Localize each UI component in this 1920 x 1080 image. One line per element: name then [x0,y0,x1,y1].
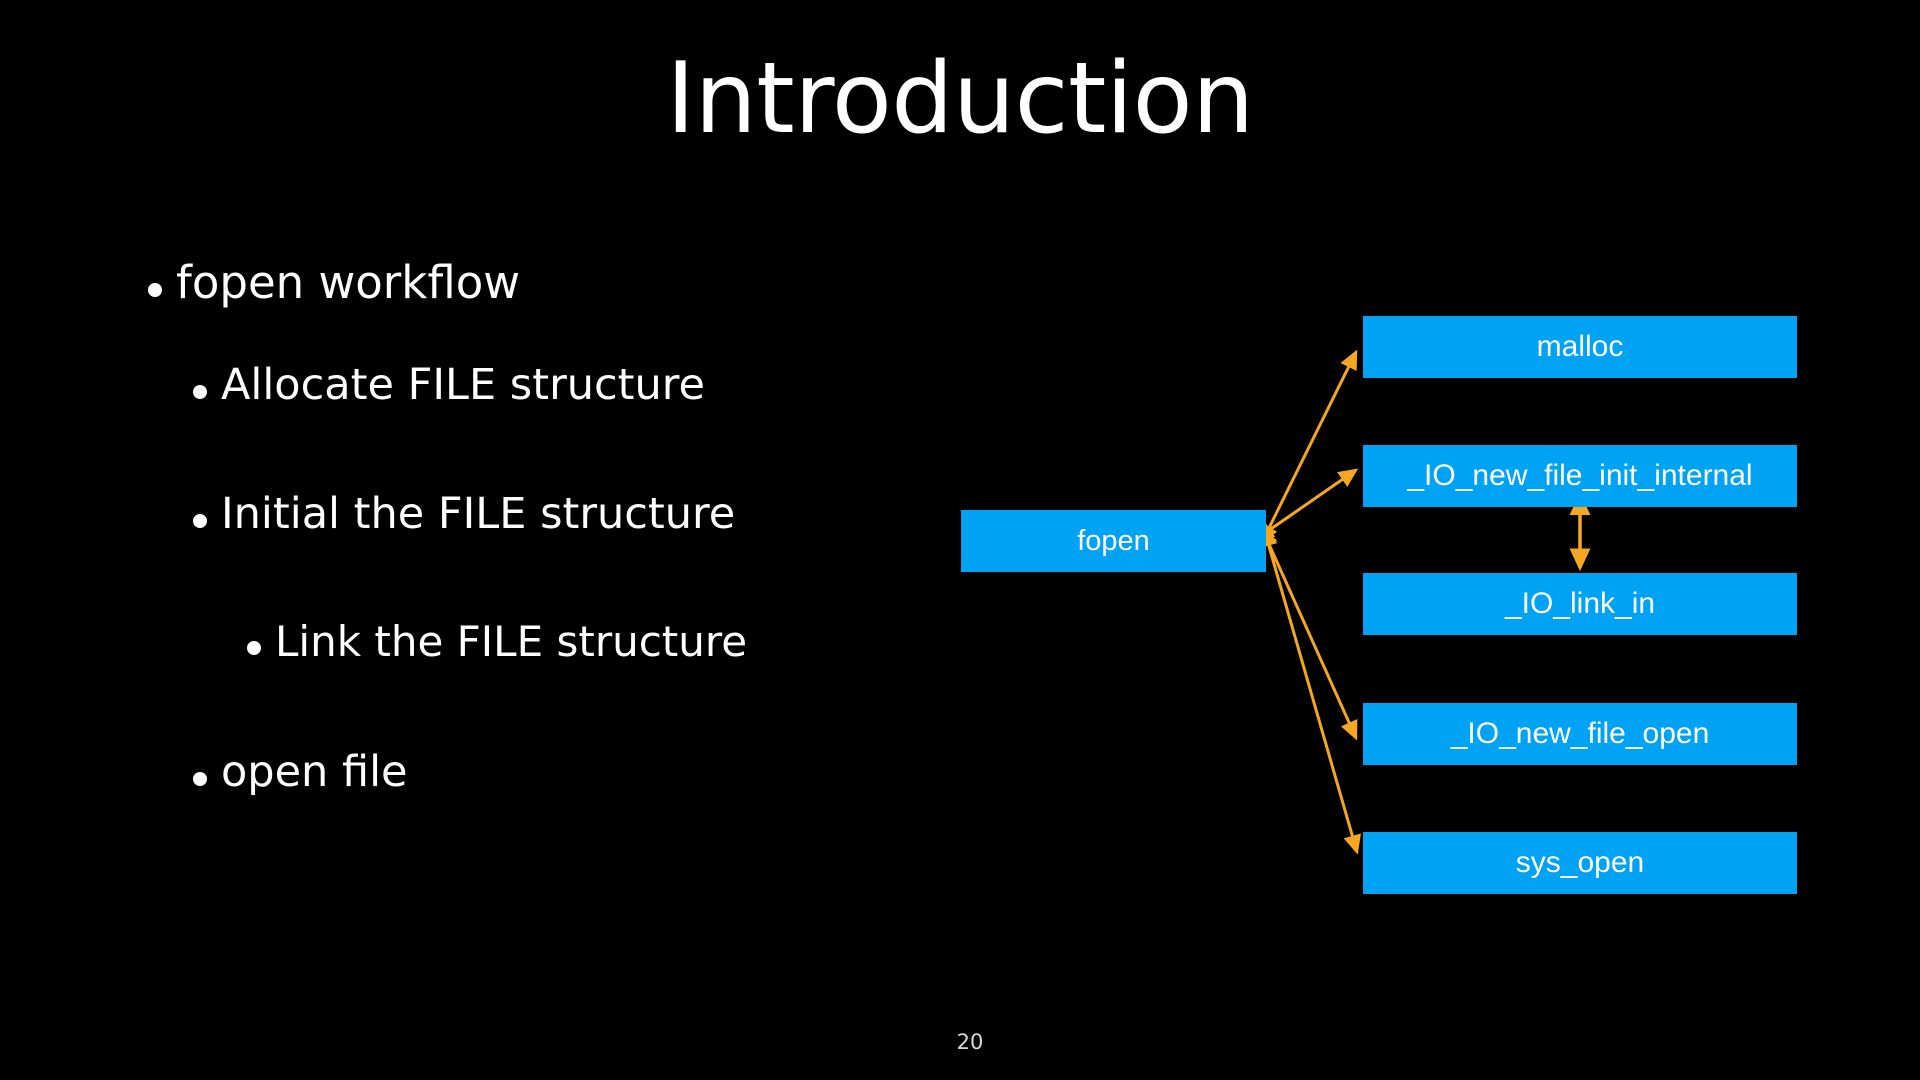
arrow-fopen-malloc [1260,349,1358,546]
diagram-node-sys-open[interactable]: sys_open [1363,832,1797,894]
diagram-node-label: sys_open [1515,846,1645,879]
list-item: Allocate FILE structure [193,360,705,410]
page-title: Introduction [666,42,1254,156]
list-item: Initial the FILE structure [193,489,735,539]
diagram-node-label: _IO_new_file_init_internal [1407,459,1753,492]
diagram-node-io-new-file-init-internal[interactable]: _IO_new_file_init_internal [1363,445,1797,507]
bullet-dot-icon [193,771,207,786]
arrow-fopen-sys-open [1260,526,1361,855]
diagram-node-label: _IO_link_in [1504,587,1656,620]
list-item-label: Initial the FILE structure [221,489,736,539]
diagram-node-label: _IO_new_file_open [1450,717,1710,750]
list-item-label: open file [221,747,408,797]
arrow-fopen-io-new-file-open [1260,526,1358,741]
bullet-dot-icon [247,641,261,655]
list-item: fopen workflow [148,256,520,309]
bullet-dot-icon [148,282,162,297]
bullet-list: fopen workflow Allocate FILE structure I… [148,256,747,797]
diagram-node-malloc[interactable]: malloc [1363,316,1797,378]
list-item-label: fopen workflow [176,256,521,309]
diagram-node-label: malloc [1536,330,1624,363]
diagram-node-io-link-in[interactable]: _IO_link_in [1363,573,1797,635]
diagram-node-fopen[interactable]: fopen [961,510,1266,572]
diagram-node-io-new-file-open[interactable]: _IO_new_file_open [1363,703,1797,765]
arrow-fopen-io-new-file-init-internal [1254,468,1359,541]
page-number: 20 [956,1030,984,1054]
list-item: open file [193,747,407,797]
diagram-node-label: fopen [1077,524,1150,557]
list-item-label: Allocate FILE structure [221,360,705,410]
bullet-dot-icon [193,513,207,528]
list-item-label: Link the FILE structure [275,617,748,666]
list-item: Link the FILE structure [247,617,747,666]
bullet-dot-icon [193,384,207,399]
